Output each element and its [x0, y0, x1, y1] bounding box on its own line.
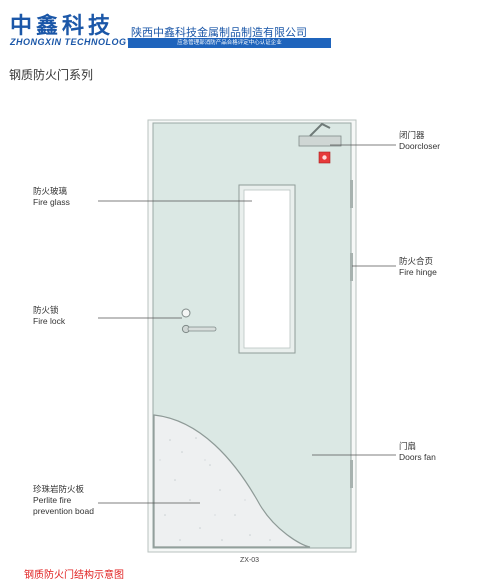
- alarm-indicator-icon: [322, 155, 327, 160]
- hinge-top: [350, 180, 353, 208]
- hinge-middle: [350, 253, 353, 281]
- callout-fire-hinge: 防火合页 Fire hinge: [399, 256, 437, 278]
- callout-fire-hinge-cn: 防火合页: [399, 256, 434, 266]
- hinge-bottom: [350, 460, 353, 488]
- callout-fire-glass-en: Fire glass: [33, 197, 70, 207]
- callout-doors-fan-en: Doors fan: [399, 452, 436, 462]
- callout-fire-glass: 防火玻璃 Fire glass: [33, 186, 70, 208]
- callout-doors-fan: 门扇 Doors fan: [399, 441, 436, 463]
- callout-door-closer-cn: 闭门器: [399, 130, 425, 140]
- callout-perlite-board-cn: 珍珠岩防火板: [33, 484, 85, 494]
- callout-perlite-board-en-1: Perlite fire: [33, 495, 72, 505]
- callout-door-closer-en: Doorcloser: [399, 141, 441, 151]
- fire-glass-pane: [243, 189, 291, 349]
- callout-fire-hinge-en: Fire hinge: [399, 267, 437, 277]
- logo-english: ZHONGXIN TECHNOLOGY: [10, 37, 134, 47]
- series-title: 钢质防火门系列: [9, 68, 94, 82]
- perlite-texture: [159, 437, 271, 541]
- door-closer-arm: [309, 122, 331, 137]
- footer-diagram-title: 钢质防火门结构示意图: [24, 570, 124, 581]
- tagline-bar: [128, 38, 331, 48]
- leader-lines: [98, 144, 396, 504]
- callout-doors-fan-cn: 门扇: [399, 441, 417, 451]
- callout-fire-lock: 防火锁 Fire lock: [33, 305, 65, 327]
- door-closer-body: [298, 135, 342, 147]
- perlite-board-cutaway: [153, 414, 311, 548]
- model-number: ZX-03: [240, 557, 260, 564]
- callout-door-closer: 闭门器 Doorcloser: [399, 130, 440, 152]
- tagline: 应急管理部消防产品合格评定中心认证企业: [177, 40, 282, 46]
- company-name: 陕西中鑫科技金属制品制造有限公司: [131, 27, 307, 39]
- callout-fire-lock-en: Fire lock: [33, 316, 66, 326]
- door-handle: [187, 326, 217, 332]
- callout-perlite-board-en-2: prevention boad: [33, 506, 94, 516]
- callout-fire-glass-cn: 防火玻璃: [33, 186, 68, 196]
- callout-perlite-board: 珍珠岩防火板 Perlite fire prevention boad: [33, 484, 94, 517]
- callout-fire-lock-cn: 防火锁: [33, 305, 59, 315]
- lock-cylinder: [181, 308, 191, 318]
- logo-chinese: 中鑫科技: [10, 13, 115, 39]
